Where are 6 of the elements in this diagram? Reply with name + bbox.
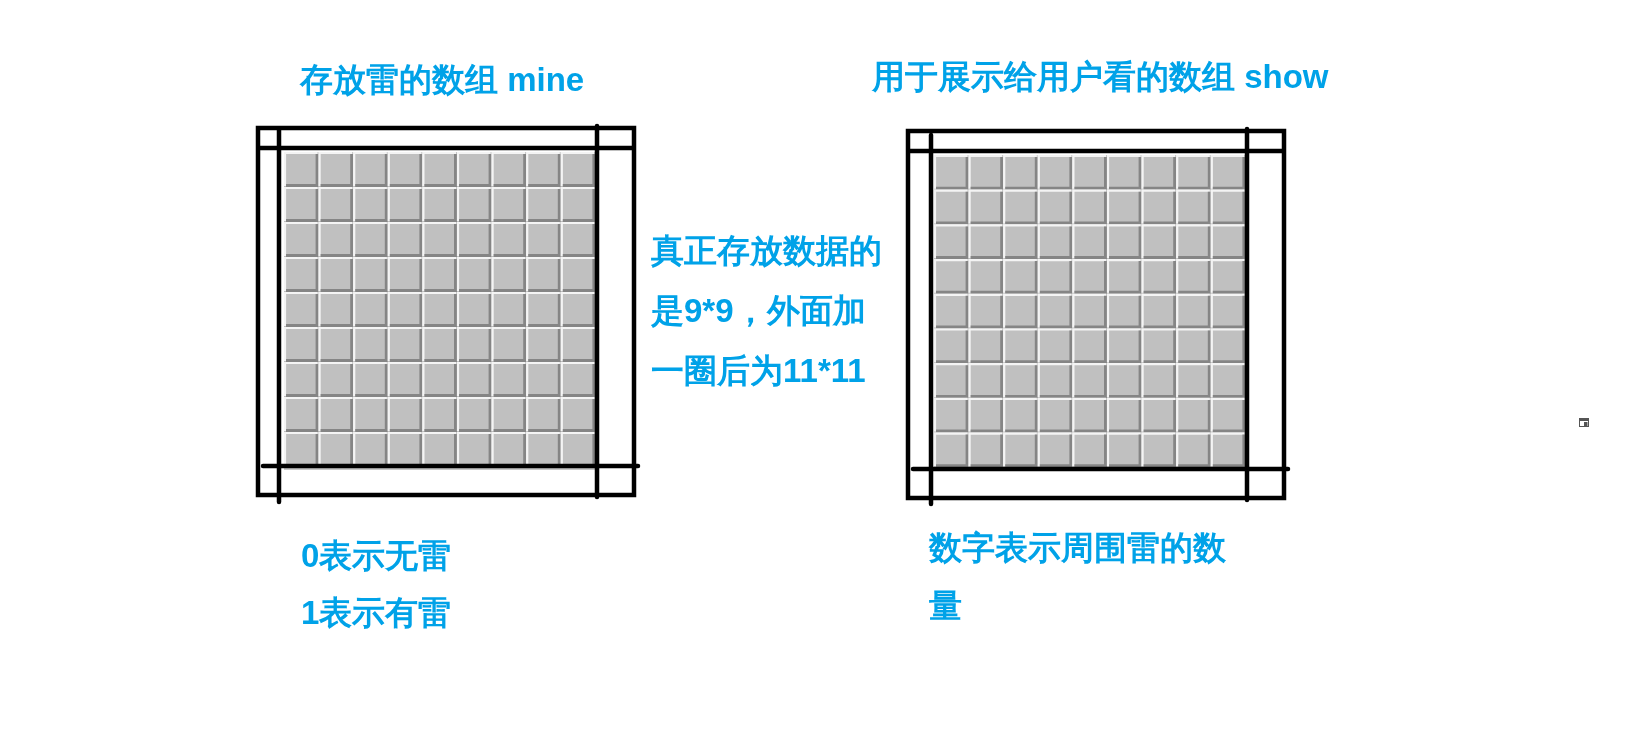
note-text: 数字表示周围雷的数量: [929, 528, 1227, 626]
note-text: 真正存放数据的是9*9，外面加一圈后为11*11: [651, 231, 883, 391]
note-text: 1表示有雷: [301, 593, 452, 633]
array-title: 用于展示给用户看的数组 show: [872, 57, 1329, 97]
note-text: 0表示无雷: [301, 536, 452, 576]
array-title: 存放雷的数组 mine: [300, 60, 585, 100]
